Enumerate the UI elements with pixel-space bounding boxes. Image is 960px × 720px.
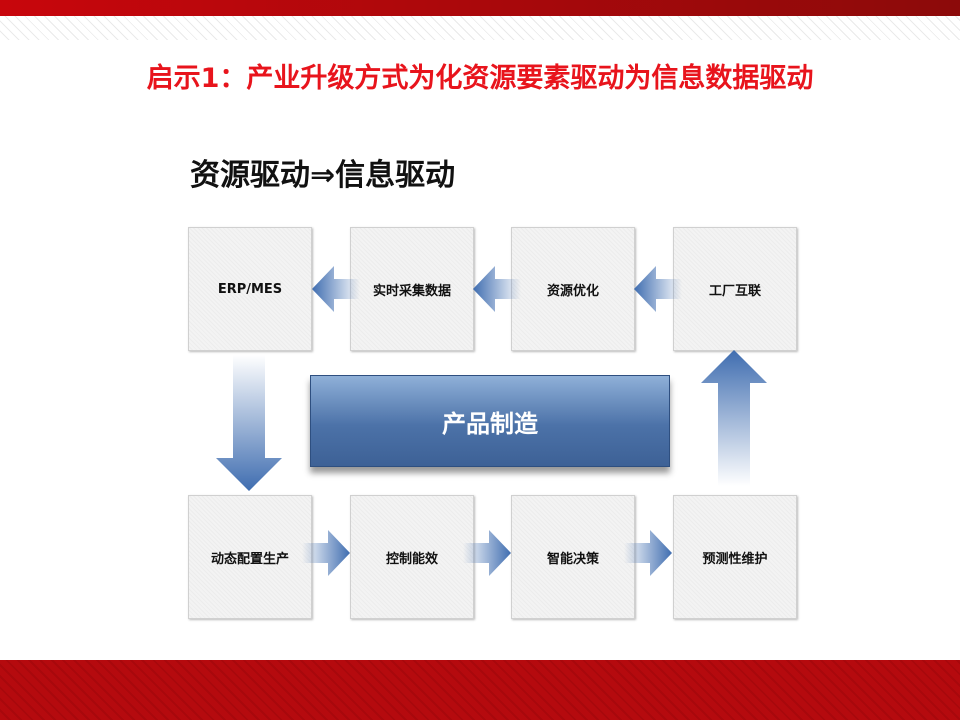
box-dynamic-production: 动态配置生产 xyxy=(188,495,312,619)
stripe-band xyxy=(0,16,960,40)
box-energy-control: 控制能效 xyxy=(350,495,474,619)
slide-title: 启示1：产业升级方式为化资源要素驱动为信息数据驱动 xyxy=(146,63,814,94)
box-realtime-data: 实时采集数据 xyxy=(350,227,474,351)
box-smart-decision: 智能决策 xyxy=(511,495,635,619)
arrow-up-icon xyxy=(701,350,767,486)
slide-subtitle: 资源驱动⇒信息驱动 xyxy=(190,158,456,193)
box-predictive-maintenance: 预测性维护 xyxy=(673,495,797,619)
arrow-down-icon xyxy=(216,355,282,491)
center-product-manufacturing: 产品制造 xyxy=(310,375,670,467)
box-erp-mes: ERP/MES xyxy=(188,227,312,351)
top-banner xyxy=(0,0,960,16)
bottom-banner xyxy=(0,660,960,720)
box-resource-optimization: 资源优化 xyxy=(511,227,635,351)
box-factory-interconnect: 工厂互联 xyxy=(673,227,797,351)
